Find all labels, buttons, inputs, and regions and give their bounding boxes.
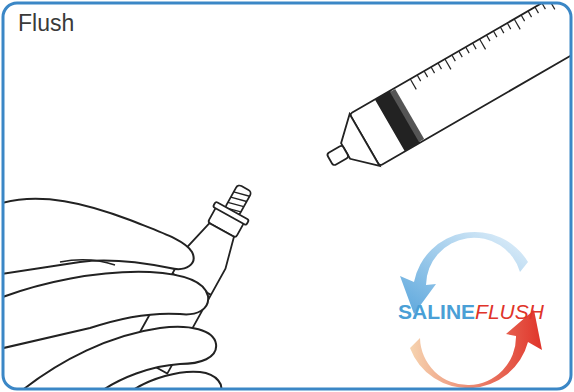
panel-border <box>3 3 571 389</box>
logo-word: FLUSH <box>475 300 544 323</box>
syringe <box>315 3 571 186</box>
logo-word: SALINE <box>398 300 475 323</box>
hand <box>3 199 221 389</box>
logo-text: SALINEFLUSH <box>386 300 556 324</box>
panel-title: Flush <box>18 10 74 37</box>
